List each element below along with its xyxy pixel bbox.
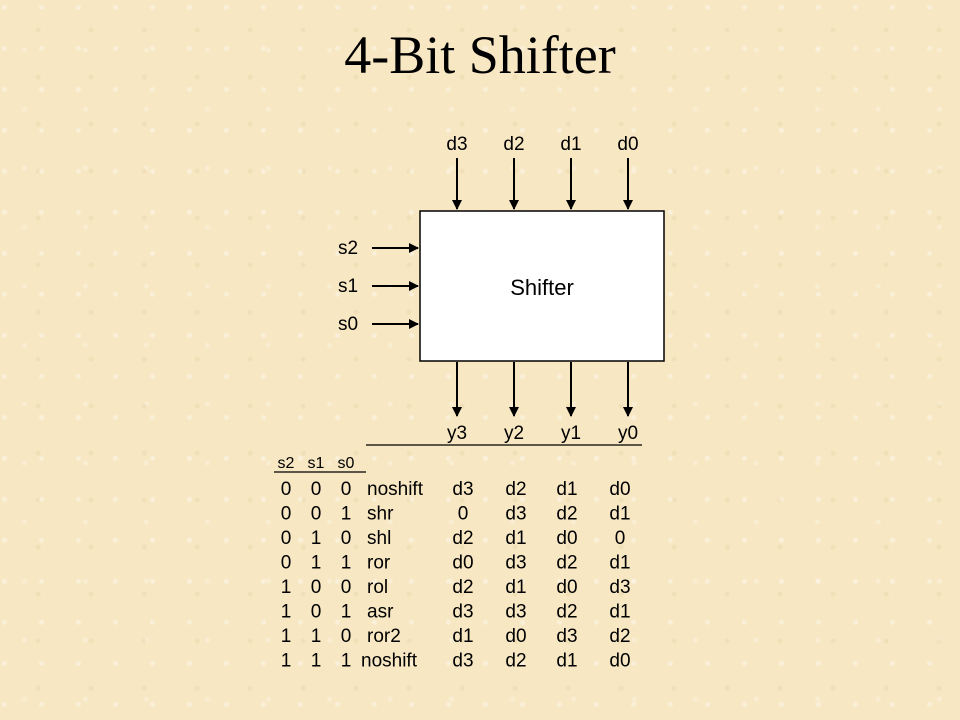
cell-y2: d1 [505, 577, 526, 598]
cell-y1: d2 [556, 504, 577, 525]
cell-y1: d3 [556, 626, 577, 647]
select-label-s0: s0 [338, 314, 358, 335]
cell-y2: d2 [505, 651, 526, 672]
cell-y2: d2 [505, 479, 526, 500]
cell-y0: d0 [609, 479, 630, 500]
cell-y1: d2 [556, 602, 577, 623]
cell-y3: d2 [452, 528, 473, 549]
cell-y2: d3 [505, 553, 526, 574]
cell-op: ror [367, 553, 391, 574]
cell-y0: d1 [609, 602, 630, 623]
cell-y3: d0 [452, 553, 473, 574]
table-header-s0: s0 [338, 455, 355, 472]
cell-s1: 1 [311, 553, 322, 574]
cell-y0: d1 [609, 504, 630, 525]
input-label-d1: d1 [560, 134, 581, 155]
cell-s0: 0 [341, 528, 352, 549]
cell-s1: 0 [311, 577, 322, 598]
output-label-y0: y0 [618, 423, 638, 444]
cell-s0: 0 [341, 626, 352, 647]
table-header-s1: s1 [308, 455, 325, 472]
shifter-block-label: Shifter [510, 275, 574, 300]
cell-s1: 1 [311, 626, 322, 647]
cell-s2: 0 [281, 553, 292, 574]
cell-s0: 0 [341, 577, 352, 598]
cell-y0: d2 [609, 626, 630, 647]
cell-op: noshift [361, 651, 418, 672]
cell-op: shl [367, 528, 391, 549]
input-label-d0: d0 [617, 134, 638, 155]
cell-s1: 1 [311, 651, 322, 672]
cell-s2: 1 [281, 577, 292, 598]
cell-op: shr [367, 504, 394, 525]
select-label-s1: s1 [338, 276, 358, 297]
cell-y3: d3 [452, 651, 473, 672]
cell-s2: 1 [281, 651, 292, 672]
cell-y3: d1 [452, 626, 473, 647]
cell-s0: 1 [341, 602, 352, 623]
cell-y0: 0 [615, 528, 626, 549]
cell-s0: 1 [341, 553, 352, 574]
output-label-y2: y2 [504, 423, 524, 444]
cell-y1: d1 [556, 651, 577, 672]
cell-op: ror2 [367, 626, 401, 647]
cell-y0: d0 [609, 651, 630, 672]
table-header-s2: s2 [278, 455, 295, 472]
cell-y2: d3 [505, 504, 526, 525]
output-label-y3: y3 [447, 423, 467, 444]
cell-y3: d3 [452, 602, 473, 623]
input-label-d2: d2 [503, 134, 524, 155]
cell-s0: 1 [341, 651, 352, 672]
cell-y3: d2 [452, 577, 473, 598]
cell-op: noshift [367, 479, 424, 500]
cell-op: asr [367, 602, 394, 623]
cell-s2: 1 [281, 602, 292, 623]
cell-s2: 0 [281, 479, 292, 500]
select-label-s2: s2 [338, 238, 358, 259]
cell-y3: d3 [452, 479, 473, 500]
cell-y1: d0 [556, 577, 577, 598]
output-label-y1: y1 [561, 423, 581, 444]
slide-title: 4-Bit Shifter [344, 25, 616, 85]
cell-y1: d2 [556, 553, 577, 574]
cell-y1: d1 [556, 479, 577, 500]
cell-y1: d0 [556, 528, 577, 549]
cell-s1: 0 [311, 479, 322, 500]
cell-y0: d3 [609, 577, 630, 598]
cell-y3: 0 [458, 504, 469, 525]
input-label-d3: d3 [446, 134, 467, 155]
cell-s0: 1 [341, 504, 352, 525]
cell-s0: 0 [341, 479, 352, 500]
cell-s1: 1 [311, 528, 322, 549]
cell-y2: d1 [505, 528, 526, 549]
cell-y2: d0 [505, 626, 526, 647]
cell-s2: 1 [281, 626, 292, 647]
cell-op: rol [367, 577, 388, 598]
cell-s2: 0 [281, 528, 292, 549]
cell-s1: 0 [311, 602, 322, 623]
cell-s2: 0 [281, 504, 292, 525]
cell-y0: d1 [609, 553, 630, 574]
cell-y2: d3 [505, 602, 526, 623]
cell-s1: 0 [311, 504, 322, 525]
shifter-block [419, 210, 665, 362]
